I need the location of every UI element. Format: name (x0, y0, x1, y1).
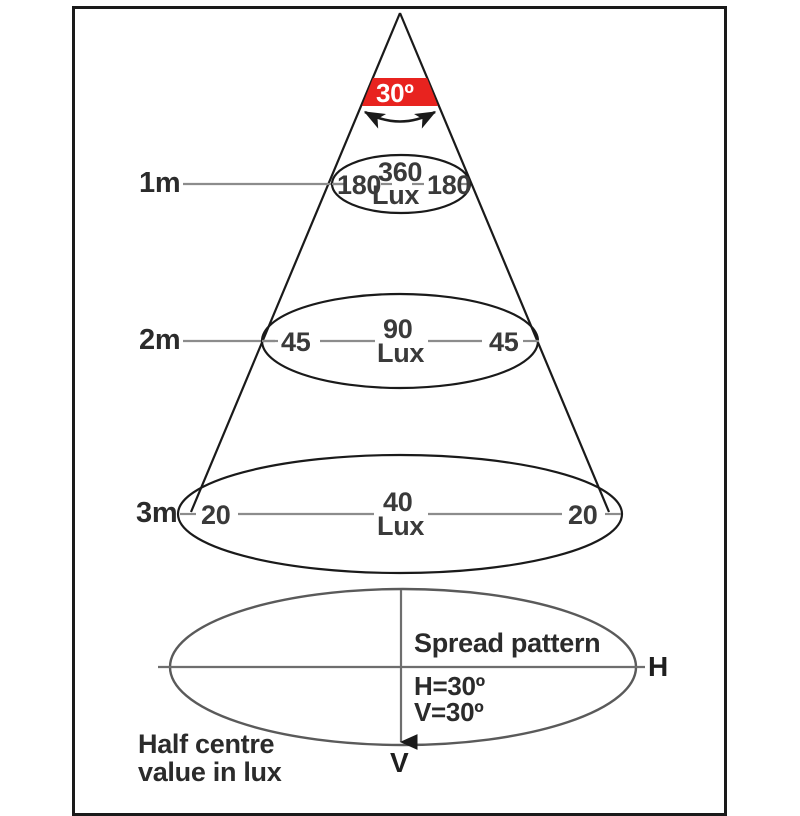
vertical-angle-label: V=30º (414, 697, 484, 727)
centre-unit-2m: Lux (377, 338, 425, 368)
centre-unit-3m: Lux (377, 511, 425, 541)
spread-pattern-title: Spread pattern (414, 628, 601, 658)
diagram-frame (72, 6, 727, 816)
edge-value-right-1m: 180 (427, 170, 472, 200)
edge-value-left-1m: 180 (337, 170, 382, 200)
centre-value-3m: 40 (383, 487, 413, 517)
edge-value-right-3m: 20 (568, 500, 598, 530)
axis-label-h: H (648, 651, 668, 682)
plane-3m (176, 453, 624, 575)
centre-value-2m: 90 (383, 314, 413, 344)
plane-1m (183, 153, 472, 215)
axis-label-v: V (390, 747, 409, 778)
edge-value-left-2m: 45 (281, 327, 311, 357)
beam-angle-band (362, 78, 438, 106)
horizontal-angle-label: H=30º (414, 671, 485, 701)
centre-unit-1m: Lux (372, 180, 420, 210)
caption-line-1: Half centre (138, 729, 275, 759)
plane-2m (183, 292, 540, 390)
distance-label-2m: 2m (139, 324, 181, 356)
centre-value-1m: 360 (378, 157, 423, 187)
edge-value-left-3m: 20 (201, 500, 231, 530)
distance-label-1m: 1m (139, 167, 181, 199)
edge-value-right-2m: 45 (489, 327, 519, 357)
beam-angle-arrow (363, 110, 437, 129)
beam-cone-outline (189, 12, 611, 513)
distance-label-3m: 3m (136, 497, 178, 529)
beam-angle-label: 30º (376, 78, 414, 108)
caption-line-2: value in lux (138, 757, 282, 787)
spread-pattern-ellipse (158, 587, 645, 750)
